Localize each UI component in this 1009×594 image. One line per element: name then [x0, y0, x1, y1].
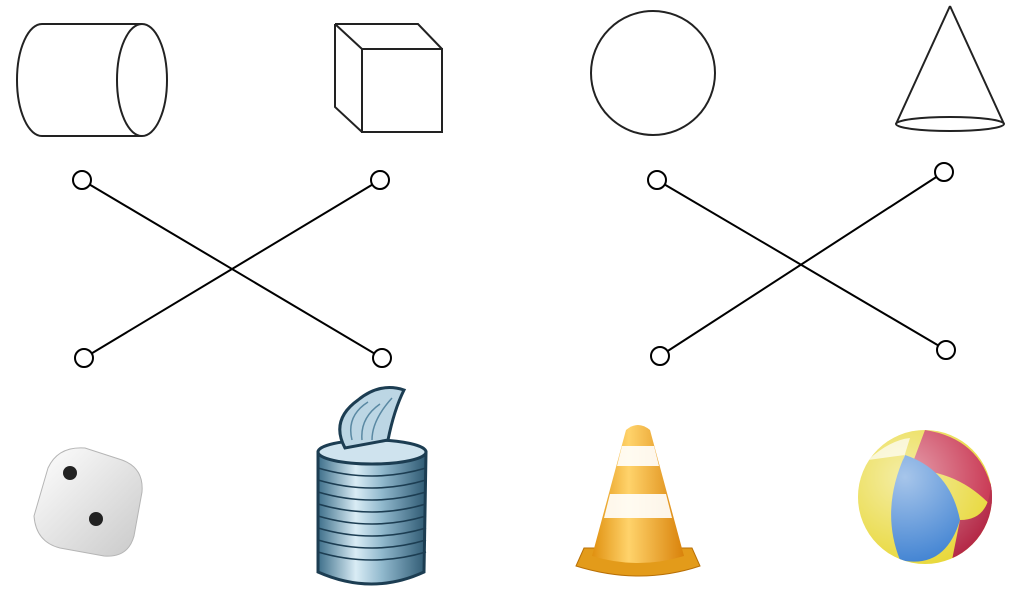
- sphere-shape: [590, 10, 716, 136]
- tin-can-image: [316, 386, 428, 586]
- top-dot-4[interactable]: [934, 162, 954, 182]
- bottom-dot-1[interactable]: [74, 348, 94, 368]
- cone-shape: [895, 5, 1005, 132]
- beach-ball-image: [858, 430, 992, 564]
- line-cube-to-dice: [83, 179, 381, 359]
- connection-lines: [81, 171, 947, 359]
- cube-shape: [334, 23, 443, 133]
- line-cone-to-traffic-cone: [659, 171, 945, 357]
- bottom-dot-3[interactable]: [650, 346, 670, 366]
- bottom-dot-2[interactable]: [372, 348, 392, 368]
- dice-image: [33, 447, 143, 557]
- top-dot-1[interactable]: [72, 170, 92, 190]
- traffic-cone-image: [575, 425, 701, 577]
- cylinder-shape: [16, 23, 168, 137]
- bottom-dot-4[interactable]: [936, 340, 956, 360]
- top-dot-2[interactable]: [370, 170, 390, 190]
- top-dot-3[interactable]: [647, 170, 667, 190]
